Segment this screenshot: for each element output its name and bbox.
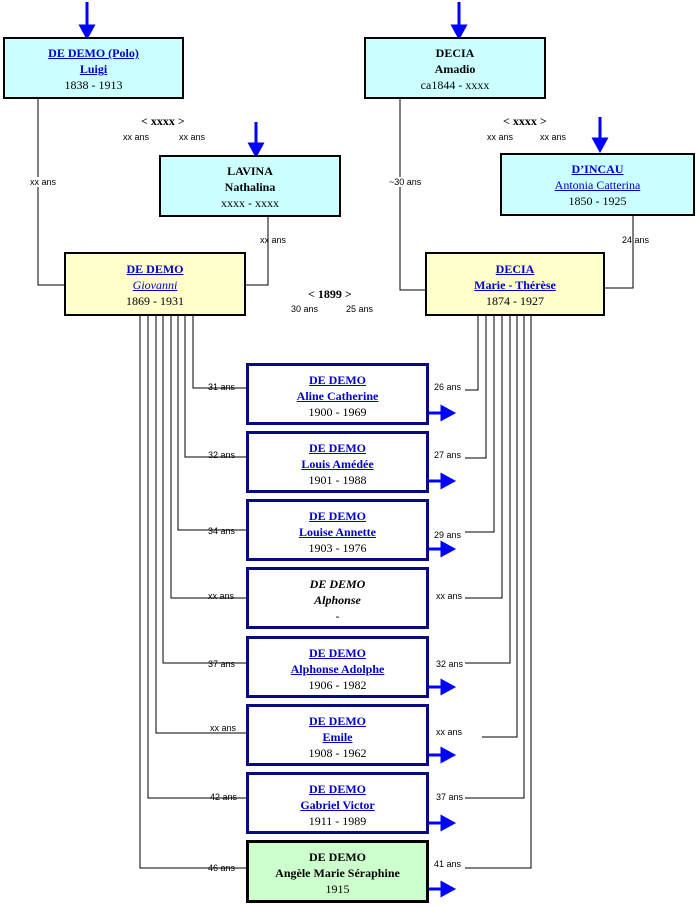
child-box-gabriel[interactable]: DE DEMO Gabriel Victor 1911 - 1989	[246, 772, 429, 834]
child-box-angele: DE DEMO Angèle Marie Séraphine 1915	[246, 840, 429, 903]
surname-link[interactable]: D’INCAU	[571, 162, 624, 176]
life-dates: 1900 - 1969	[308, 405, 367, 419]
parent-age-luigi: xx ans	[30, 177, 57, 187]
mother-age: 26 ans	[434, 382, 462, 392]
person-box-antonia[interactable]: D’INCAU Antonia Catterina 1850 - 1925	[500, 153, 695, 216]
person-box-marie[interactable]: DECIA Marie - Thérèse 1874 - 1927	[425, 252, 605, 316]
father-age: 46 ans	[208, 863, 236, 873]
given-name-link[interactable]: Louise Annette	[298, 525, 376, 539]
surname-link[interactable]: DE DEMO (Polo)	[48, 46, 139, 60]
person-box-nathalina: LAVINA Nathalina xxxx - xxxx	[159, 155, 341, 217]
person-box-giovanni[interactable]: DE DEMO Giovanni 1869 - 1931	[64, 252, 246, 316]
mother-age: 41 ans	[434, 859, 462, 869]
given-name-link[interactable]: Giovanni	[132, 278, 178, 292]
given-name-link[interactable]: Aline Catherine	[296, 389, 379, 403]
life-dates: 1901 - 1988	[308, 473, 367, 487]
given-name: Alphonse	[314, 593, 361, 607]
life-dates: 1838 - 1913	[64, 78, 123, 92]
given-name-link[interactable]: Antonia Catterina	[554, 178, 641, 192]
father-age: 31 ans	[208, 382, 236, 392]
given-name: Nathalina	[224, 180, 276, 194]
life-dates: 1903 - 1976	[308, 541, 367, 555]
child-box-alphonse-adolphe[interactable]: DE DEMO Alphonse Adolphe 1906 - 1982	[246, 636, 429, 698]
life-dates: 1915	[325, 882, 350, 896]
father-age: 37 ans	[208, 659, 236, 669]
surname: DECIA	[435, 46, 475, 60]
life-dates: 1850 - 1925	[568, 194, 627, 208]
child-box-alphonse: DE DEMO Alphonse -	[246, 567, 429, 629]
surname-link[interactable]: DE DEMO	[309, 441, 366, 455]
surname-link[interactable]: DECIA	[495, 262, 535, 276]
surname: DE DEMO	[309, 577, 366, 591]
father-age: xx ans	[208, 591, 235, 601]
child-box-louise[interactable]: DE DEMO Louise Annette 1903 - 1976	[246, 499, 429, 561]
child-box-aline[interactable]: DE DEMO Aline Catherine 1900 - 1969	[246, 363, 429, 425]
marriage-age-husband: xx ans	[123, 132, 150, 142]
surname: DE DEMO	[309, 850, 366, 864]
life-dates: xxxx - xxxx	[221, 196, 279, 210]
mother-age: 32 ans	[436, 659, 464, 669]
child-box-emile[interactable]: DE DEMO Emile 1908 - 1962	[246, 704, 429, 766]
surname-link[interactable]: DE DEMO	[309, 782, 366, 796]
given-name-link[interactable]: Luigi	[79, 62, 108, 76]
parent-age-nathalina: xx ans	[260, 235, 287, 245]
marriage-age-husband: 30 ans	[291, 304, 319, 314]
surname: LAVINA	[227, 164, 273, 178]
given-name-link[interactable]: Emile	[322, 730, 353, 744]
life-dates: 1874 - 1927	[486, 294, 544, 308]
life-dates: 1911 - 1989	[308, 814, 367, 828]
marriage-date-giovanni-marie: < 1899 >	[308, 287, 352, 301]
person-box-amadio: DECIA Amadio ca1844 - xxxx	[364, 37, 546, 99]
surname-link[interactable]: DE DEMO	[309, 509, 366, 523]
mother-age: 29 ans	[434, 530, 462, 540]
mother-age: xx ans	[436, 727, 463, 737]
marriage-date-amadio-antonia: < xxxx >	[503, 114, 547, 128]
parent-age-antonia: 24 ans	[622, 235, 650, 245]
given-name-link[interactable]: Alphonse Adolphe	[290, 662, 385, 676]
father-age: 42 ans	[210, 792, 238, 802]
parent-age-amadio: ~30 ans	[389, 177, 422, 187]
father-age: 32 ans	[208, 450, 236, 460]
mother-age: xx ans	[436, 591, 463, 601]
surname-link[interactable]: DE DEMO	[309, 373, 366, 387]
life-dates: -	[335, 609, 340, 623]
mother-age: 27 ans	[434, 450, 462, 460]
given-name: Angèle Marie Séraphine	[275, 866, 400, 880]
marriage-age-husband: xx ans	[487, 132, 514, 142]
father-age: xx ans	[210, 723, 237, 733]
given-name-link[interactable]: Marie - Thérèse	[474, 278, 556, 292]
given-name: Amadio	[434, 62, 476, 76]
father-age: 34 ans	[208, 526, 236, 536]
life-dates: ca1844 - xxxx	[420, 78, 490, 92]
given-name-link[interactable]: Louis Amédée	[301, 457, 374, 471]
surname-link[interactable]: DE DEMO	[309, 646, 366, 660]
child-box-louis[interactable]: DE DEMO Louis Amédée 1901 - 1988	[246, 431, 429, 493]
mother-age: 37 ans	[436, 792, 464, 802]
person-box-luigi[interactable]: DE DEMO (Polo) Luigi 1838 - 1913	[3, 37, 184, 99]
marriage-age-wife: xx ans	[179, 132, 206, 142]
marriage-age-wife: 25 ans	[346, 304, 374, 314]
surname-link[interactable]: DE DEMO	[126, 262, 184, 276]
life-dates: 1869 - 1931	[126, 294, 184, 308]
marriage-age-wife: xx ans	[540, 132, 567, 142]
marriage-date-luigi-nathalina: < xxxx >	[141, 114, 185, 128]
life-dates: 1906 - 1982	[308, 678, 367, 692]
given-name-link[interactable]: Gabriel Victor	[300, 798, 375, 812]
life-dates: 1908 - 1962	[308, 746, 367, 760]
surname-link[interactable]: DE DEMO	[309, 714, 366, 728]
